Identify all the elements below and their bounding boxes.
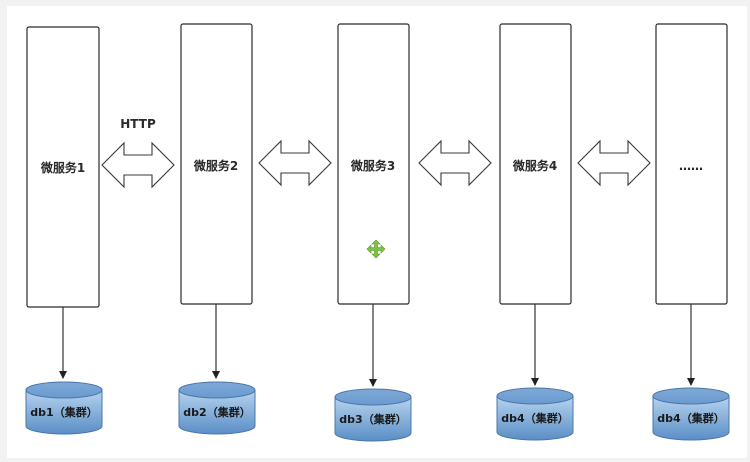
service-box-5[interactable]: …… [655,23,728,305]
bidirectional-arrow-2-3 [258,139,332,187]
service-box-4[interactable]: 微服务4 [499,23,572,305]
service-label-5: …… [679,159,703,173]
database-cylinder-1[interactable]: db1（集群） [25,381,103,435]
service-box-2[interactable]: 微服务2 [180,23,253,305]
http-label: HTTP [120,117,156,131]
db-label-3: db3（集群） [339,412,406,426]
service-box-3[interactable]: 微服务3 [337,23,410,305]
service-label-2: 微服务2 [193,158,238,173]
db-label-4: db4（集群） [501,411,568,425]
bidirectional-arrow-4-5 [577,139,651,187]
move-cursor-icon[interactable] [366,239,386,259]
database-cylinder-4[interactable]: db4（集群） [496,387,574,441]
database-cylinder-3[interactable]: db3（集群） [334,388,412,442]
db-label-1: db1（集群） [30,405,97,419]
service-label-1: 微服务1 [40,160,85,175]
db-label-5: db4（集群） [657,411,724,425]
database-cylinder-2[interactable]: db2（集群） [178,381,256,435]
service-label-4: 微服务4 [512,158,557,173]
service-label-3: 微服务3 [350,158,395,173]
db-label-2: db2（集群） [183,405,250,419]
bidirectional-arrow-1-2 [101,141,175,189]
bidirectional-arrow-3-4 [418,139,492,187]
database-cylinder-5[interactable]: db4（集群） [652,387,730,441]
service-box-1[interactable]: 微服务1 [26,26,100,308]
